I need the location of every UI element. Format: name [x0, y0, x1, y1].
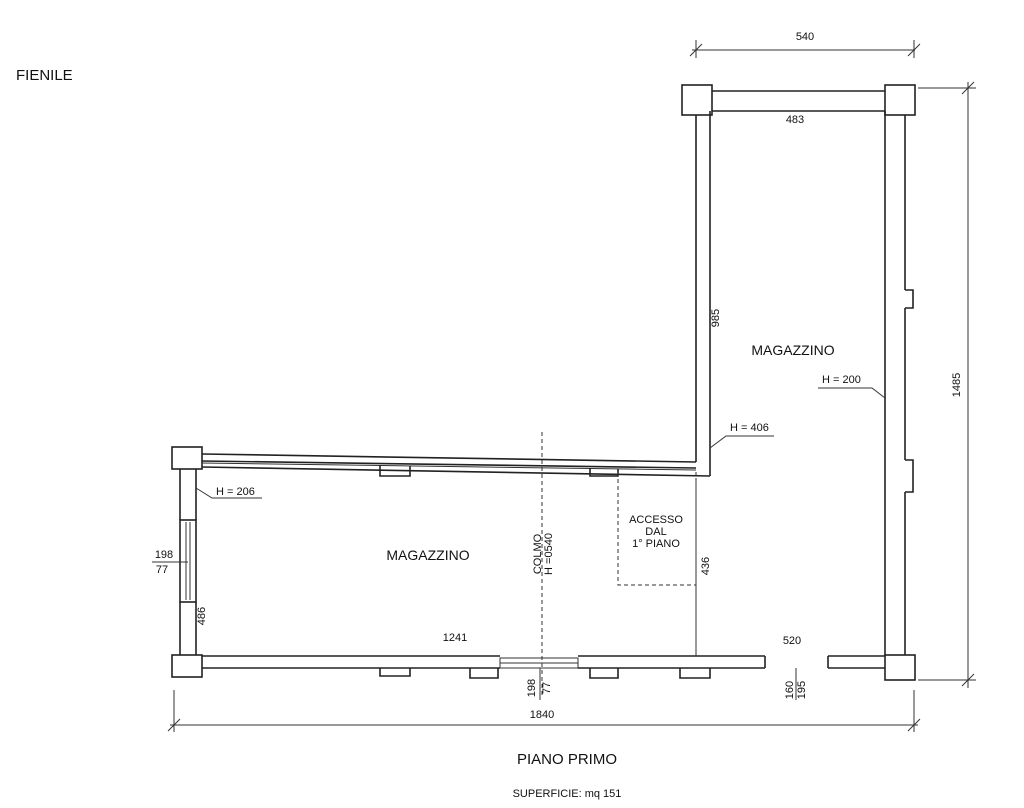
- access-area-outline: [617, 472, 697, 586]
- dim-right-height: 1485: [951, 373, 963, 397]
- dim-160: 160: [784, 681, 796, 699]
- dim-left-door-198: 198: [155, 549, 173, 561]
- dim-total-width: 1840: [530, 709, 554, 721]
- svg-text:DAL: DAL: [645, 526, 666, 538]
- room-label-left: MAGAZZINO: [386, 547, 469, 563]
- svg-text:COLMO: COLMO: [532, 533, 544, 574]
- dim-right-inner-width: 483: [786, 114, 804, 126]
- height-middle: H = 406: [730, 422, 769, 434]
- svg-text:ACCESSO: ACCESSO: [629, 514, 683, 526]
- dim-bottom-198: 198: [526, 679, 538, 697]
- room-label-right: MAGAZZINO: [751, 342, 834, 358]
- dim-195: 195: [796, 681, 808, 699]
- dim-bottom-77: 77: [541, 682, 553, 694]
- dim-1241: 1241: [443, 632, 467, 644]
- dimension-lines: [152, 40, 976, 732]
- svg-text:H =0540: H =0540: [543, 533, 555, 575]
- dim-left-door-77: 77: [156, 564, 168, 576]
- dim-985: 985: [710, 309, 722, 327]
- dim-top-width: 540: [796, 31, 814, 43]
- drawing-title: FIENILE: [16, 67, 73, 84]
- dim-486: 486: [196, 607, 208, 625]
- access-note: ACCESSO DAL 1° PIANO: [629, 514, 683, 550]
- right-wing-walls: [681, 84, 916, 655]
- ridge-label: COLMO H =0540: [532, 533, 555, 575]
- floor-name: PIANO PRIMO: [517, 751, 617, 768]
- surface-area: SUPERFICIE: mq 151: [513, 788, 622, 800]
- svg-text:1° PIANO: 1° PIANO: [632, 538, 680, 550]
- height-right: H = 200: [822, 374, 861, 386]
- left-wing-walls: [171, 446, 916, 681]
- height-left: H = 206: [216, 486, 255, 498]
- dim-520: 520: [783, 635, 801, 647]
- dim-436: 436: [700, 557, 712, 575]
